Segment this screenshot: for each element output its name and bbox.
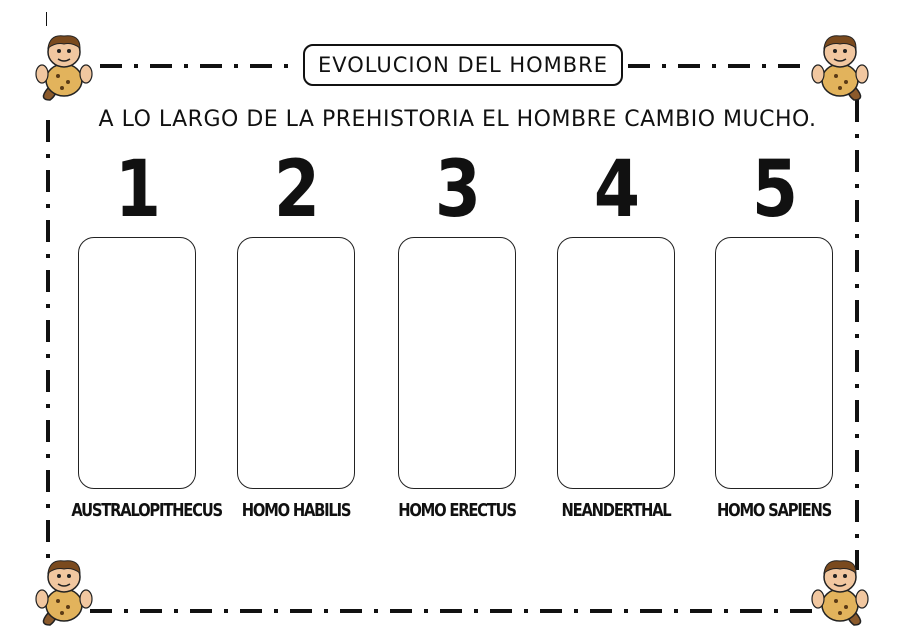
caveman-icon <box>35 560 93 626</box>
subtitle: A LO LARGO DE LA PREHISTORIA EL HOMBRE C… <box>98 107 817 132</box>
stage-number: 2 <box>273 145 321 235</box>
stage-label: NEANDERTHAL <box>561 500 672 521</box>
stage-number: 3 <box>434 145 482 235</box>
page-mark <box>46 12 47 26</box>
stage-number: 4 <box>593 145 641 235</box>
stage-label: AUSTRALOPITHECUS <box>71 500 223 521</box>
caveman-icon <box>811 35 869 101</box>
stage-label: HOMO HABILIS <box>241 500 352 521</box>
stage-label: HOMO SAPIENS <box>717 500 832 521</box>
stage-label: HOMO ERECTUS <box>398 500 517 521</box>
drawing-box[interactable] <box>78 237 196 489</box>
stage-number: 5 <box>751 145 799 235</box>
drawing-box[interactable] <box>398 237 516 489</box>
page-title: EVOLUCION DEL HOMBRE <box>317 53 609 77</box>
stage-number: 1 <box>114 145 162 235</box>
drawing-box[interactable] <box>557 237 675 489</box>
caveman-icon <box>35 35 93 101</box>
title-box: EVOLUCION DEL HOMBRE <box>303 44 623 86</box>
caveman-icon <box>811 560 869 626</box>
drawing-box[interactable] <box>237 237 355 489</box>
drawing-box[interactable] <box>715 237 833 489</box>
